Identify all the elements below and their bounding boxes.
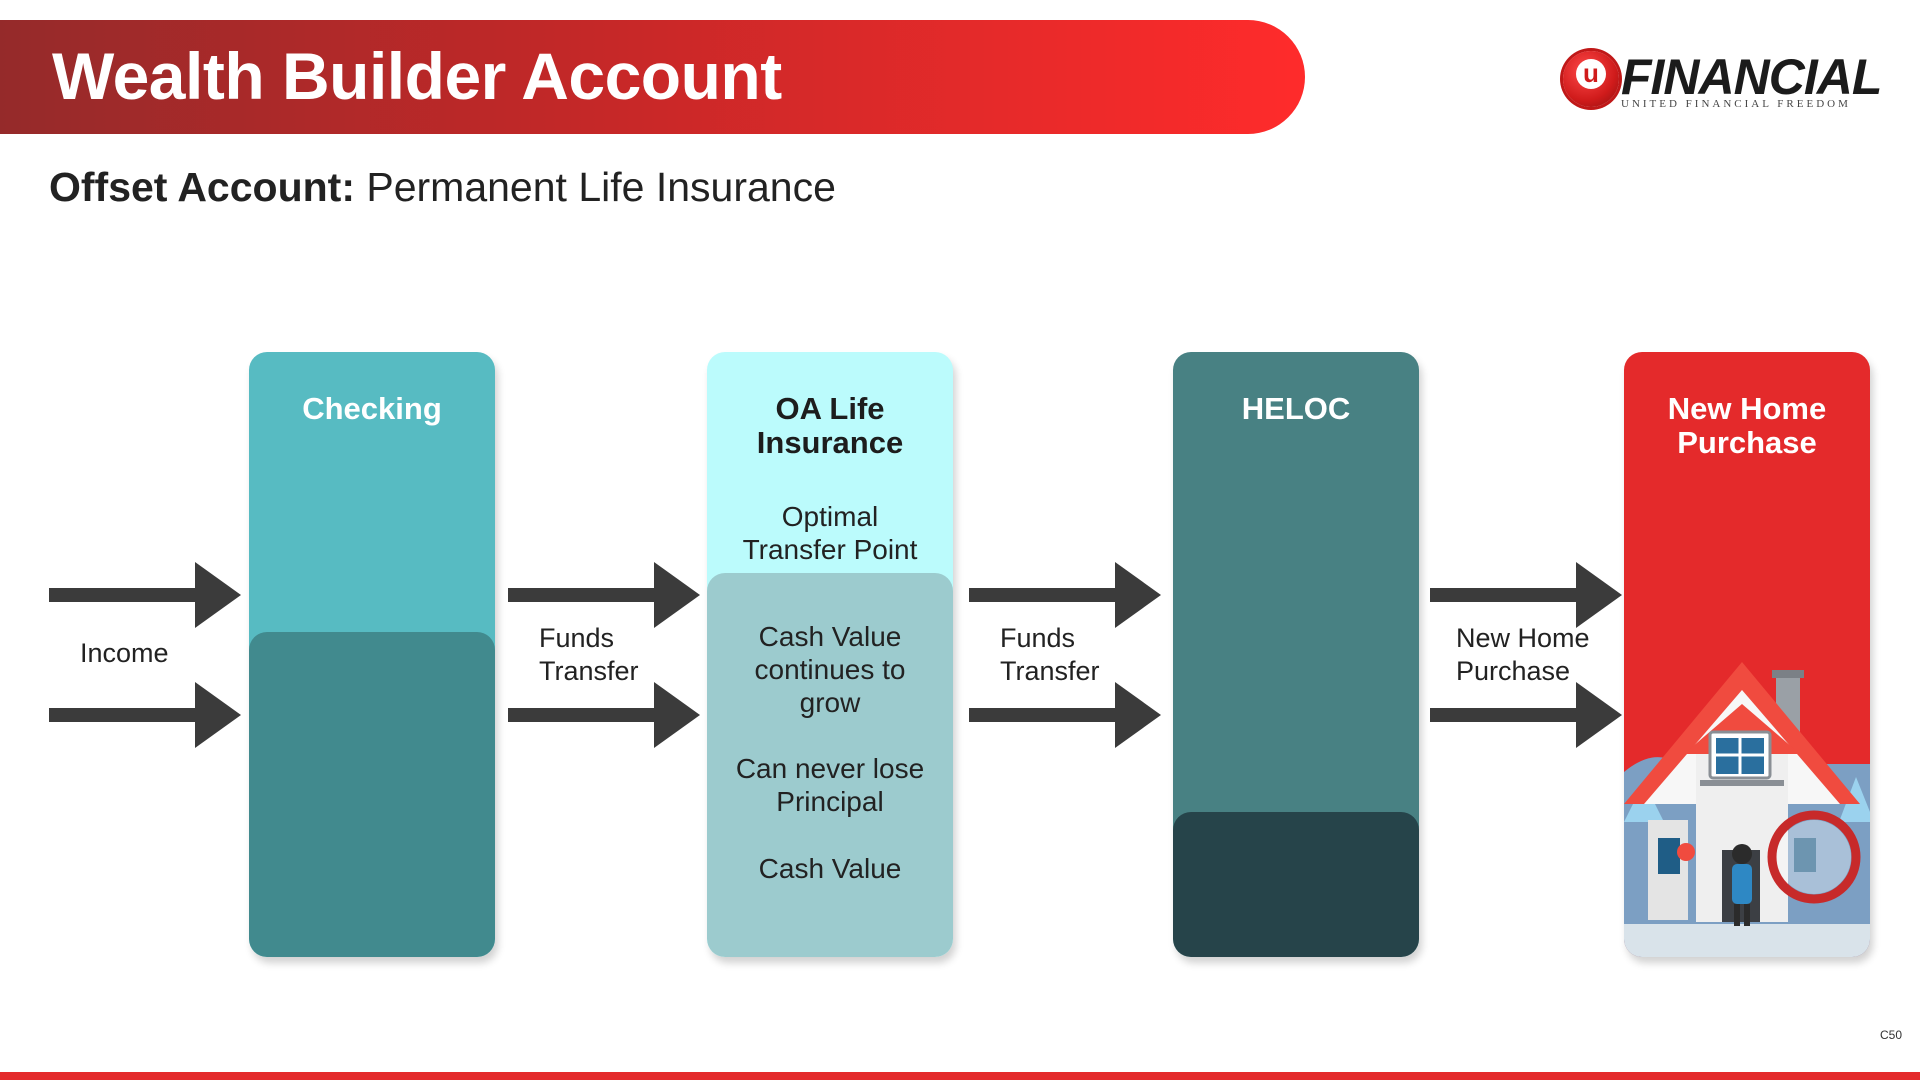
heloc-column: HELOC [1173, 352, 1419, 957]
funds-transfer-label-1: Funds Transfer [539, 623, 639, 686]
new-home-purchase-column: New Home Purchase [1624, 352, 1870, 957]
heloc-title: HELOC [1241, 391, 1351, 426]
oa-life-insurance-title: OA Life Insurance [756, 391, 904, 460]
logo-tagline: UNITED FINANCIAL FREEDOM [1621, 98, 1851, 110]
funds-transfer-arrow-1-bottom [508, 682, 700, 748]
logo-mark-icon: u [1563, 51, 1619, 107]
slide-code: C50 [1880, 1028, 1903, 1042]
never-lose-principal-text: Can never lose Principal [735, 753, 925, 817]
oa-cash-value-block [707, 573, 953, 957]
funds-transfer-label-2: Funds Transfer [1000, 623, 1100, 686]
funds-transfer-arrow-2-bottom [969, 682, 1161, 748]
income-arrow-bottom [49, 682, 241, 748]
new-home-purchase-label: New Home Purchase [1456, 623, 1590, 686]
subtitle: Offset Account: Permanent Life Insurance [49, 164, 836, 211]
new-home-purchase-title: New Home Purchase [1667, 391, 1827, 460]
heloc-lower-block [1173, 812, 1419, 957]
company-logo: u FINANCIAL UNITED FINANCIAL FREEDOM [1563, 48, 1882, 114]
logo-wordmark: FINANCIAL [1621, 49, 1882, 105]
income-arrow-top [49, 562, 241, 628]
new-home-purchase-arrow-top [1430, 562, 1622, 628]
oa-life-insurance-column: OA Life Insurance Optimal Transfer Point… [707, 352, 953, 957]
funds-transfer-arrow-1-top [508, 562, 700, 628]
checking-title: Checking [302, 391, 442, 426]
new-home-purchase-arrow-bottom [1430, 682, 1622, 748]
page-title: Wealth Builder Account [52, 39, 782, 113]
title-banner: Wealth Builder Account [0, 20, 1305, 134]
logo-mark-letter: u [1576, 59, 1606, 89]
funds-transfer-arrow-2-top [969, 562, 1161, 628]
checking-column: Checking [249, 352, 495, 957]
income-label: Income [80, 638, 169, 668]
cash-value-grow-text: Cash Value continues to grow [754, 621, 906, 718]
checking-lower-block [249, 632, 495, 957]
house-illustration-icon [1624, 662, 1870, 957]
cash-value-text: Cash Value [758, 853, 902, 884]
subtitle-label: Offset Account: [49, 164, 355, 210]
subtitle-value: Permanent Life Insurance [354, 164, 836, 210]
footer-bar [0, 1072, 1920, 1080]
optimal-transfer-point-text: Optimal Transfer Point [742, 501, 918, 565]
